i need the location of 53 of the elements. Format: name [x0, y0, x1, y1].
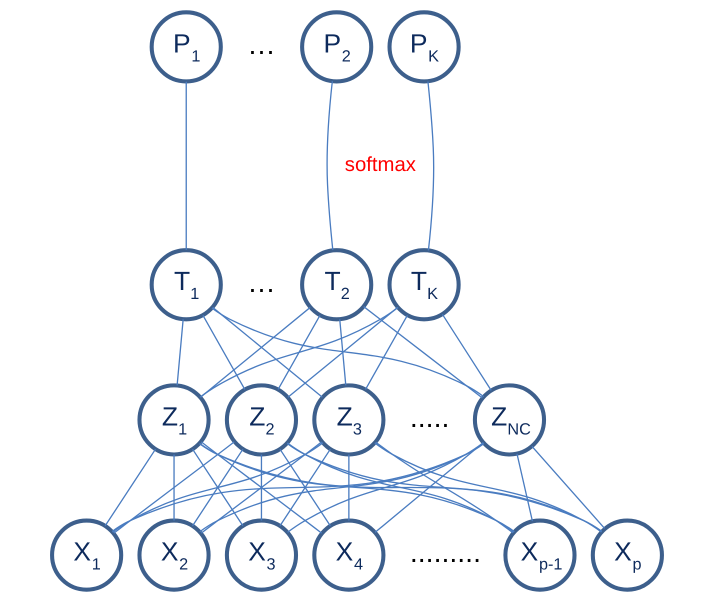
connector: [211, 308, 484, 398]
connector: [260, 454, 262, 520]
label: …: [246, 28, 276, 61]
connector: [199, 307, 398, 398]
node-circle: Z$_{NC}$: [472, 383, 546, 457]
node-circle: X$_{1}$: [50, 518, 123, 592]
connector: [111, 443, 484, 532]
node-circle: Z$_{3}$: [312, 383, 385, 457]
label: .....: [409, 402, 449, 434]
connector: [172, 454, 174, 520]
connector: [277, 314, 320, 390]
connector: [364, 314, 408, 390]
connector: [202, 314, 245, 390]
connector: [287, 306, 398, 398]
connector: [212, 306, 322, 398]
connector: [374, 442, 513, 534]
node-circle: X$_{p-1}$: [502, 518, 576, 592]
connector: [516, 454, 533, 522]
node-circle: P$_{1}$: [149, 10, 222, 84]
connector: [200, 441, 322, 534]
connector: [286, 442, 602, 532]
connector: [200, 306, 310, 398]
connector: [441, 314, 492, 391]
connector: [112, 442, 323, 533]
connector: [192, 448, 243, 526]
connector: [185, 82, 186, 250]
node-circle: P$_{2}$: [300, 10, 373, 84]
connector: [112, 441, 234, 534]
node-circle: X$_{4}$: [312, 518, 385, 592]
connector: [530, 446, 605, 529]
node-circle: T$_{1}$: [149, 248, 222, 322]
connector: [374, 442, 484, 533]
connector: [198, 443, 602, 532]
connector: [176, 319, 184, 386]
connector: [104, 448, 156, 526]
connector: [348, 454, 350, 520]
node-circle: T$_{K}$: [387, 248, 460, 322]
connector: [278, 448, 330, 526]
node-circle: Z$_{2}$: [224, 383, 298, 457]
node-circle: X$_{2}$: [136, 518, 210, 592]
node-circle: X$_{p}$: [590, 518, 664, 592]
connector: [362, 306, 482, 399]
label: softmax: [344, 154, 416, 176]
node-circle: X$_{3}$: [224, 518, 298, 592]
label: …: [246, 266, 276, 299]
connector: [338, 319, 346, 386]
connector: [326, 81, 333, 250]
connector: [374, 442, 602, 533]
node-circle: P$_{K}$: [387, 10, 460, 84]
node-circle: T$_{2}$: [300, 248, 373, 322]
node-circle: Z$_{1}$: [136, 383, 210, 457]
connector: [426, 81, 434, 251]
label: .........: [409, 537, 481, 570]
